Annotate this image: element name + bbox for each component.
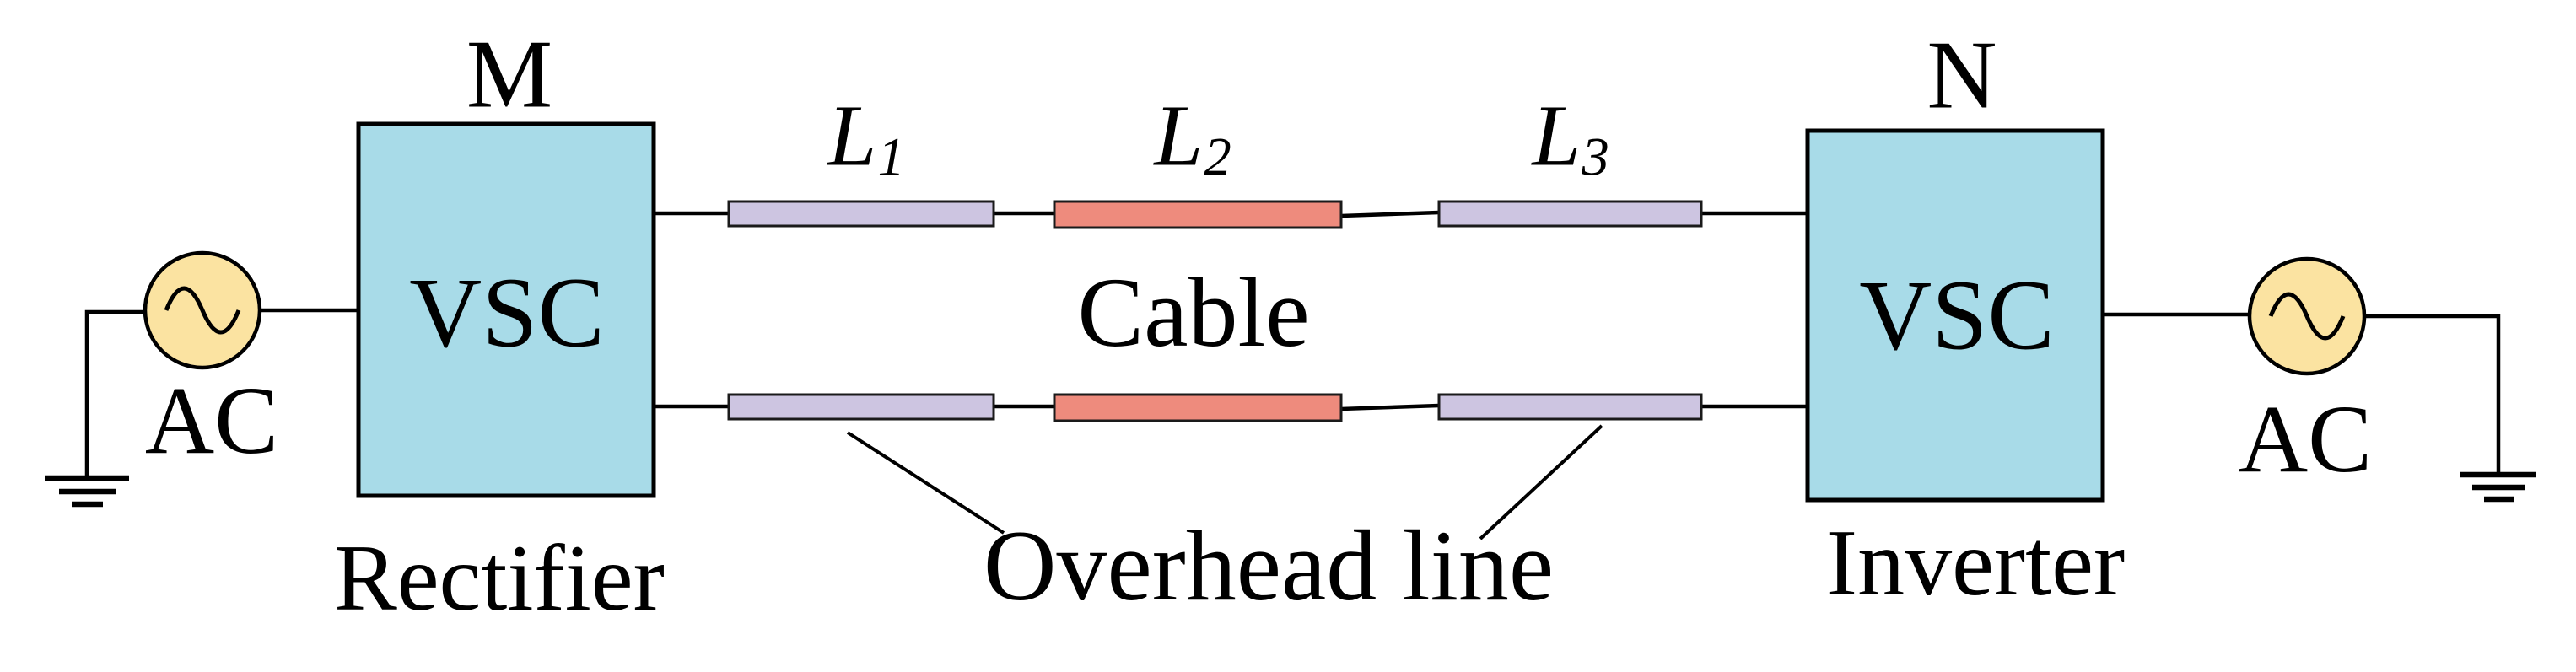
inverter-box (1805, 128, 2105, 503)
overhead-line-segment-l1-bottom (727, 393, 995, 421)
segment-label-base: L (1154, 87, 1204, 185)
segment-label-subscript: 2 (1204, 126, 1231, 187)
ground-icon (2460, 471, 2536, 503)
overhead-line-segment-l1-top (727, 200, 995, 228)
bus-label-n: N (1927, 21, 1997, 129)
segment-label-subscript: 3 (1582, 126, 1609, 187)
overhead-line-segment-l3-bottom (1437, 393, 1703, 421)
segment-label-l1: L1 (827, 92, 904, 184)
segment-label-subscript: 1 (877, 126, 905, 187)
ac-source-label-left: AC (144, 367, 279, 474)
sine-wave-icon (164, 286, 241, 335)
segment-label-base: L (827, 87, 877, 185)
ground-icon (45, 475, 129, 508)
wire-bottom-3 (1340, 403, 1440, 411)
overhead-line-segment-l3-top (1437, 200, 1703, 228)
inverter-vsc-label: VSC (1859, 259, 2055, 371)
rectifier-role-label: Rectifier (334, 526, 665, 631)
overhead-label-leader-right (1479, 424, 1603, 540)
sine-wave-icon (2268, 292, 2346, 341)
right-ground-wire (2364, 314, 2501, 475)
segment-label-l2: L2 (1154, 92, 1231, 184)
rectifier-box (356, 121, 656, 498)
cable-segment-l2-bottom (1053, 393, 1343, 422)
segment-label-base: L (1532, 87, 1582, 185)
overhead-line-annotation-label: Overhead line (983, 509, 1555, 621)
left-ground-wire (84, 309, 145, 478)
bus-label-m: M (466, 20, 553, 128)
cable-annotation-label: Cable (1077, 257, 1310, 368)
ac-source-label-right: AC (2238, 385, 2373, 492)
cable-segment-l2-top (1053, 200, 1343, 229)
wire-top-3 (1340, 210, 1440, 218)
overhead-label-leader-left (846, 431, 1005, 535)
inverter-role-label: Inverter (1825, 511, 2126, 616)
segment-label-l3: L3 (1532, 92, 1609, 184)
rectifier-vsc-label: VSC (409, 256, 605, 368)
